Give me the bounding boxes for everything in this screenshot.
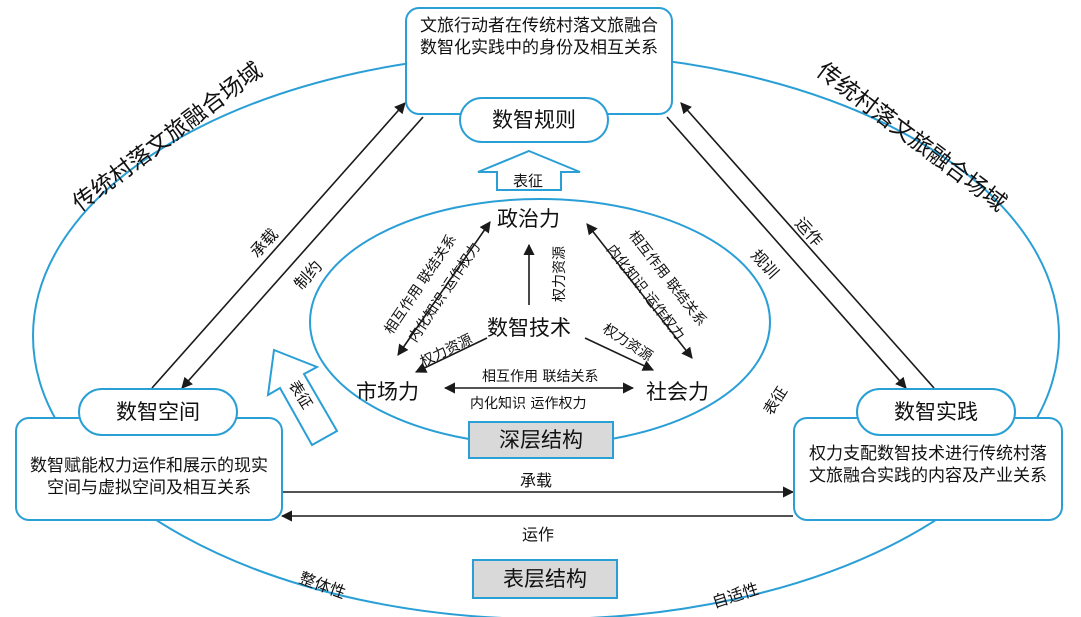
label-core-politics: 权力资源 <box>552 246 568 302</box>
right-box-text: 权力支配数智技术进行传统村落文旅融合实践的内容及产业关系 <box>809 444 1047 486</box>
represent-arrow-left <box>266 348 339 447</box>
market-node: 市场力 <box>356 380 419 404</box>
arrow-practice-to-rules <box>680 102 935 389</box>
arrow-politics-market <box>397 221 491 356</box>
label-bottom-top: 承载 <box>520 471 553 490</box>
arrow-politics-society <box>586 223 693 359</box>
society-node: 社会力 <box>646 380 709 404</box>
practice-pill: 数智实践 <box>856 388 1016 436</box>
surface-structure-label: 表层结构 <box>472 559 618 599</box>
arrow-rules-to-practice <box>666 116 907 389</box>
core-node: 数智技术 <box>487 316 571 340</box>
politics-node: 政治力 <box>497 207 560 231</box>
arrow-space-to-rules <box>151 102 406 389</box>
represent-label-top: 表征 <box>513 172 544 190</box>
label-market-society-top: 相互作用 联结关系 <box>482 369 599 385</box>
top-box-text: 文旅行动者在传统村落文旅融合数智化实践中的身份及相互关系 <box>420 16 658 58</box>
left-box-text: 数智赋能权力运作和展示的现实空间与虚拟空间及相互关系 <box>30 456 268 498</box>
deep-structure-label: 深层结构 <box>468 421 614 459</box>
represent-arrow-top <box>477 149 581 191</box>
arrow-rules-to-space <box>181 116 424 389</box>
rules-pill: 数智规则 <box>459 97 609 143</box>
label-market-society-bottom: 内化知识 运作权力 <box>470 396 587 412</box>
space-pill: 数智空间 <box>78 388 238 436</box>
label-bottom-bottom: 运作 <box>522 525 555 544</box>
